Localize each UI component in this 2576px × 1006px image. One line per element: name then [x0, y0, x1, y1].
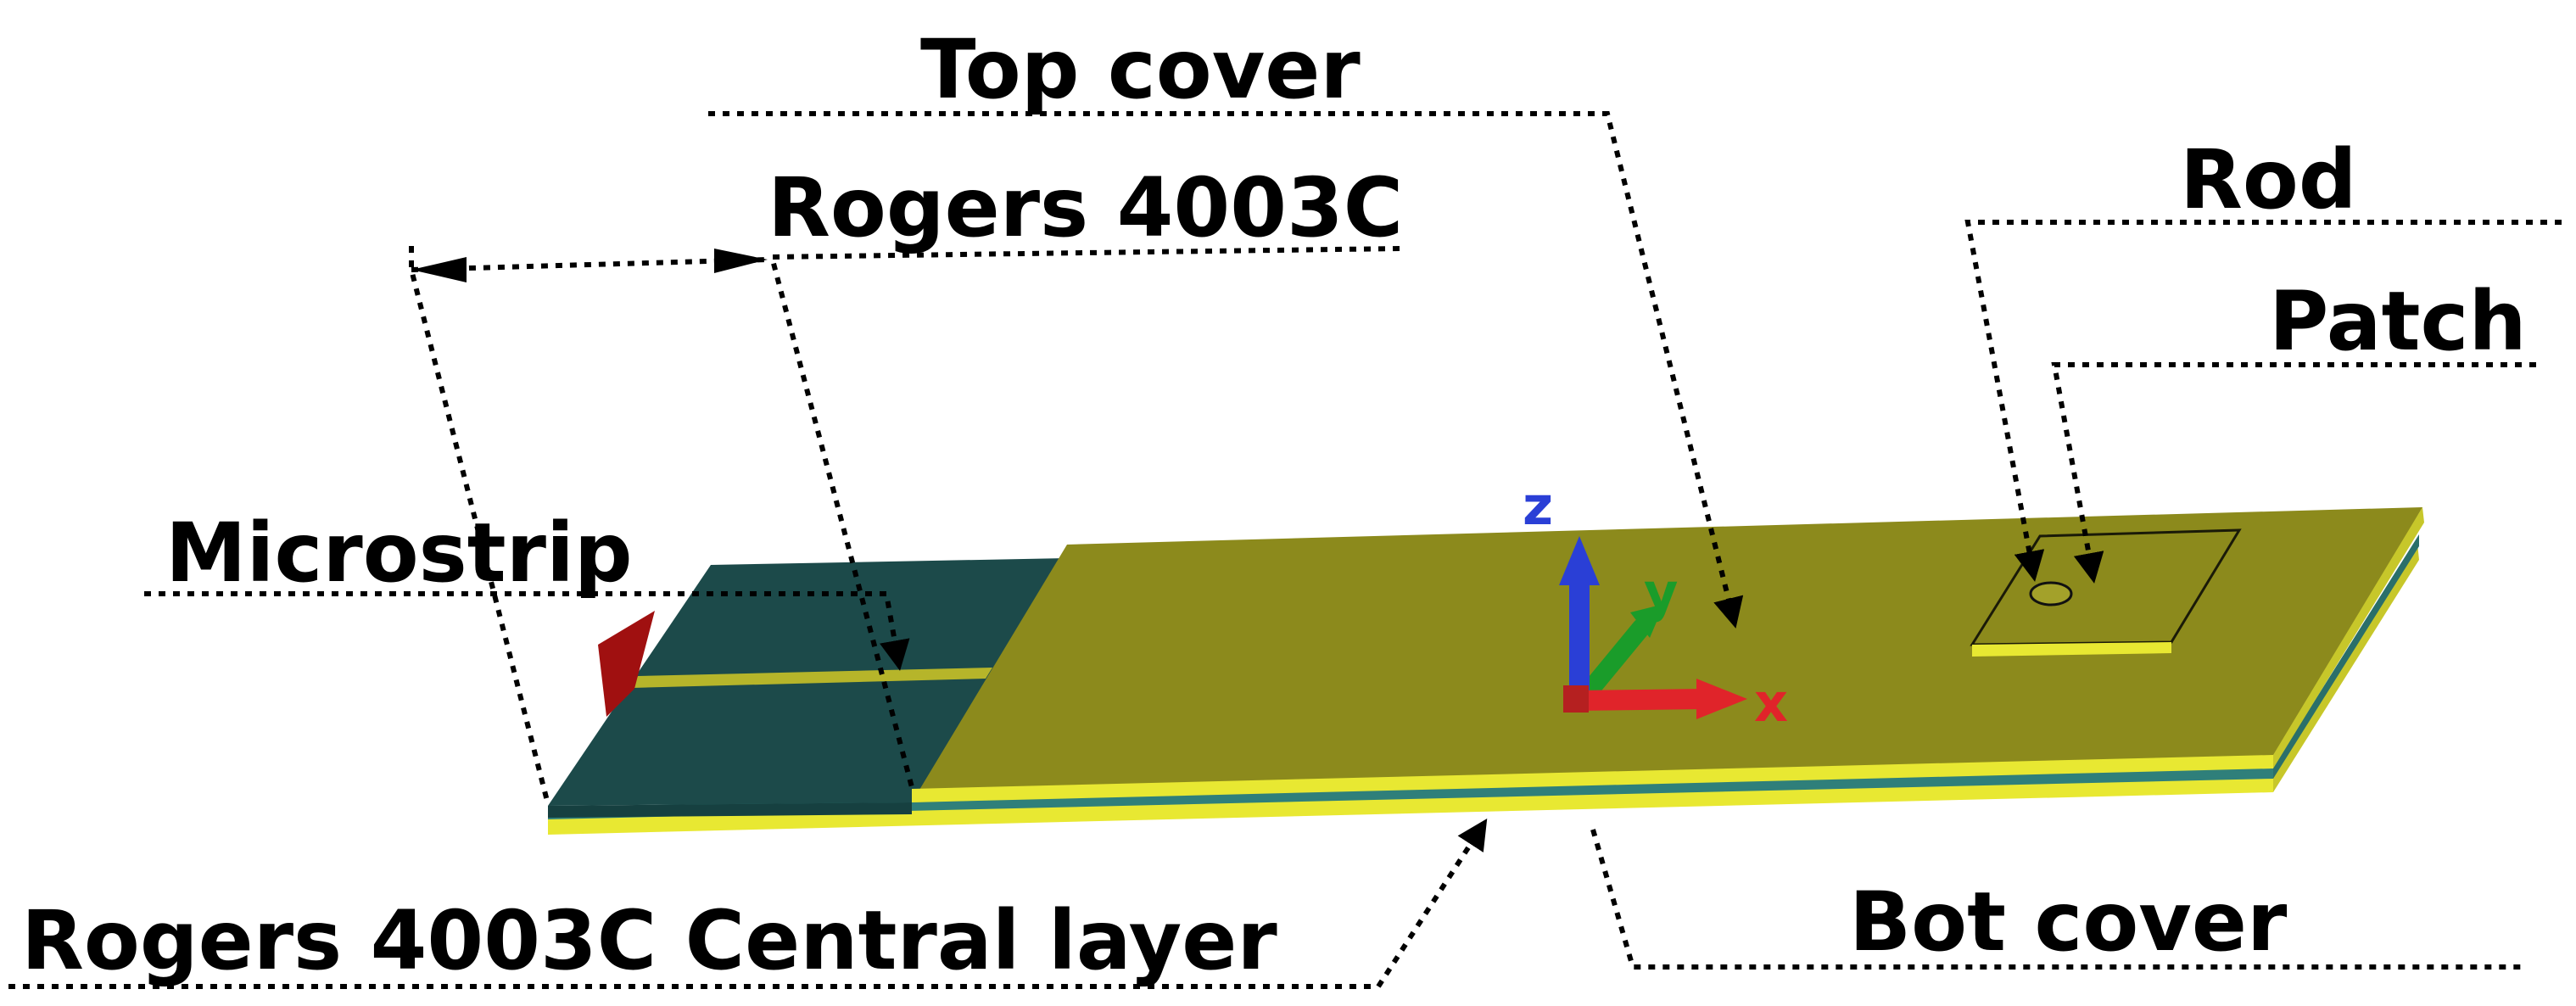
dimension-left-extension [409, 246, 550, 805]
microstrip-line [632, 668, 992, 688]
substrate-front-edge [548, 802, 912, 818]
coordinate-axes: x y z [1523, 475, 1788, 734]
label-patch: Patch [2269, 274, 2527, 369]
top-cover-front-edge [912, 755, 2273, 802]
top-cover-right-edge [2273, 507, 2424, 768]
z-arrow-head [1559, 536, 1600, 585]
central-layer [548, 767, 2273, 819]
patch-front-edge [1972, 642, 2171, 657]
bot-cover-layer [548, 775, 2273, 835]
rod-leader [1964, 220, 2562, 582]
axis-label-y: y [1644, 562, 1678, 623]
label-rod: Rod [2180, 132, 2357, 227]
top-cover-leader [708, 111, 1744, 629]
patch-leader [2051, 362, 2536, 584]
bot-cover-leader [1590, 829, 2523, 970]
label-rogers-top: Rogers 4003C [768, 160, 1403, 255]
central-layer-right-edge [2273, 534, 2419, 779]
label-microstrip: Microstrip [165, 506, 633, 601]
x-arrow-head [1696, 679, 1747, 719]
feed-port [598, 611, 655, 717]
label-central-layer: Rogers 4003C Central layer [21, 893, 1277, 988]
axis-label-x: x [1754, 672, 1788, 734]
label-bot-cover: Bot cover [1849, 875, 2288, 970]
axis-label-z: z [1523, 475, 1553, 537]
label-top-cover: Top cover [920, 22, 1361, 117]
central-layer-leader [8, 818, 1488, 989]
bot-cover-right-edge [2273, 543, 2419, 792]
rod [2029, 581, 2073, 606]
microstrip-leader [144, 591, 910, 671]
dimension-arrow [411, 257, 768, 272]
